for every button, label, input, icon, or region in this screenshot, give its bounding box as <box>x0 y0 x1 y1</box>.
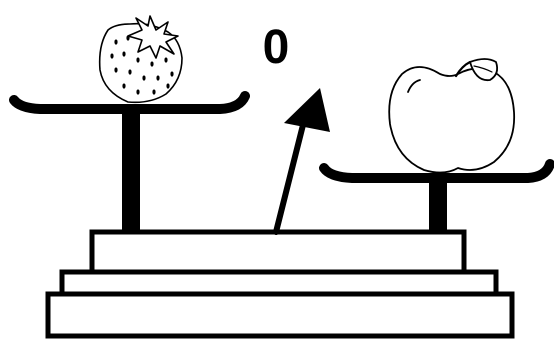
strawberry-icon <box>98 15 183 104</box>
left-pan-plate <box>9 91 250 114</box>
pointer-shaft <box>273 114 308 235</box>
pointer-arrow <box>273 88 330 235</box>
left-pan <box>9 91 250 234</box>
right-pan-stem <box>429 178 447 234</box>
left-pan-stem <box>122 112 140 234</box>
base-middle-step <box>59 269 499 297</box>
apple-icon <box>388 58 516 174</box>
right-pan <box>319 159 554 234</box>
scale-base <box>45 229 515 339</box>
scale-reading: 0 <box>262 21 290 74</box>
base-bottom-step <box>45 291 515 339</box>
base-top-step <box>89 229 467 275</box>
right-pan-plate <box>319 159 554 183</box>
pointer-arrowhead <box>284 88 330 132</box>
